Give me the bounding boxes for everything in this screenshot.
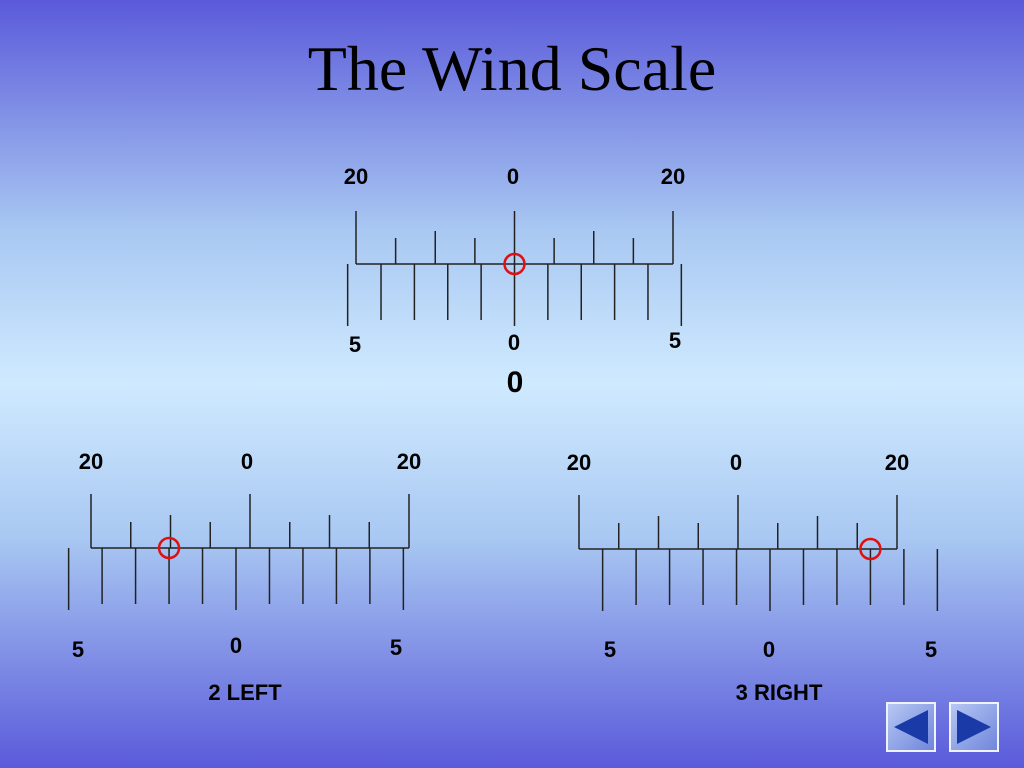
scale-ticks — [578, 495, 939, 611]
triangle-right-icon — [957, 710, 991, 744]
top-label-right: 20 — [397, 449, 421, 474]
bottom-label-right: 5 — [390, 635, 402, 660]
slide-title: The Wind Scale — [307, 33, 717, 104]
top-label-left: 20 — [567, 450, 591, 475]
wind-scale-left: 20 0 20 5 0 5 2 LEFT — [67, 449, 421, 705]
top-label-right: 20 — [885, 450, 909, 475]
triangle-left-icon — [894, 710, 928, 744]
result-label: 3 RIGHT — [736, 680, 823, 705]
top-label-left: 20 — [79, 449, 103, 474]
bottom-label-right: 5 — [925, 637, 937, 662]
result-label: 0 — [507, 366, 524, 399]
scale-ticks — [346, 211, 683, 326]
bottom-label-right: 5 — [669, 328, 681, 353]
previous-slide-button[interactable] — [886, 702, 936, 752]
bottom-label-left: 5 — [349, 332, 361, 357]
bottom-label-center: 0 — [763, 637, 775, 662]
result-label: 2 LEFT — [208, 680, 282, 705]
wind-marker-circle — [859, 537, 882, 561]
next-slide-button[interactable] — [949, 702, 999, 752]
top-label-right: 20 — [661, 164, 685, 189]
bottom-label-left: 5 — [72, 637, 84, 662]
bottom-label-center: 0 — [230, 633, 242, 658]
bottom-label-left: 5 — [604, 637, 616, 662]
top-label-center: 0 — [241, 449, 253, 474]
top-label-center: 0 — [507, 164, 519, 189]
scale-ticks — [67, 494, 410, 610]
top-label-left: 20 — [344, 164, 368, 189]
wind-scale-right: 20 0 20 5 0 5 3 RIGHT — [567, 450, 939, 705]
wind-scale-center: 20 0 20 5 0 5 0 — [344, 164, 685, 399]
wind-marker-circle — [503, 252, 526, 276]
top-label-center: 0 — [730, 450, 742, 475]
wind-marker-circle — [157, 536, 181, 560]
bottom-label-center: 0 — [508, 330, 520, 355]
